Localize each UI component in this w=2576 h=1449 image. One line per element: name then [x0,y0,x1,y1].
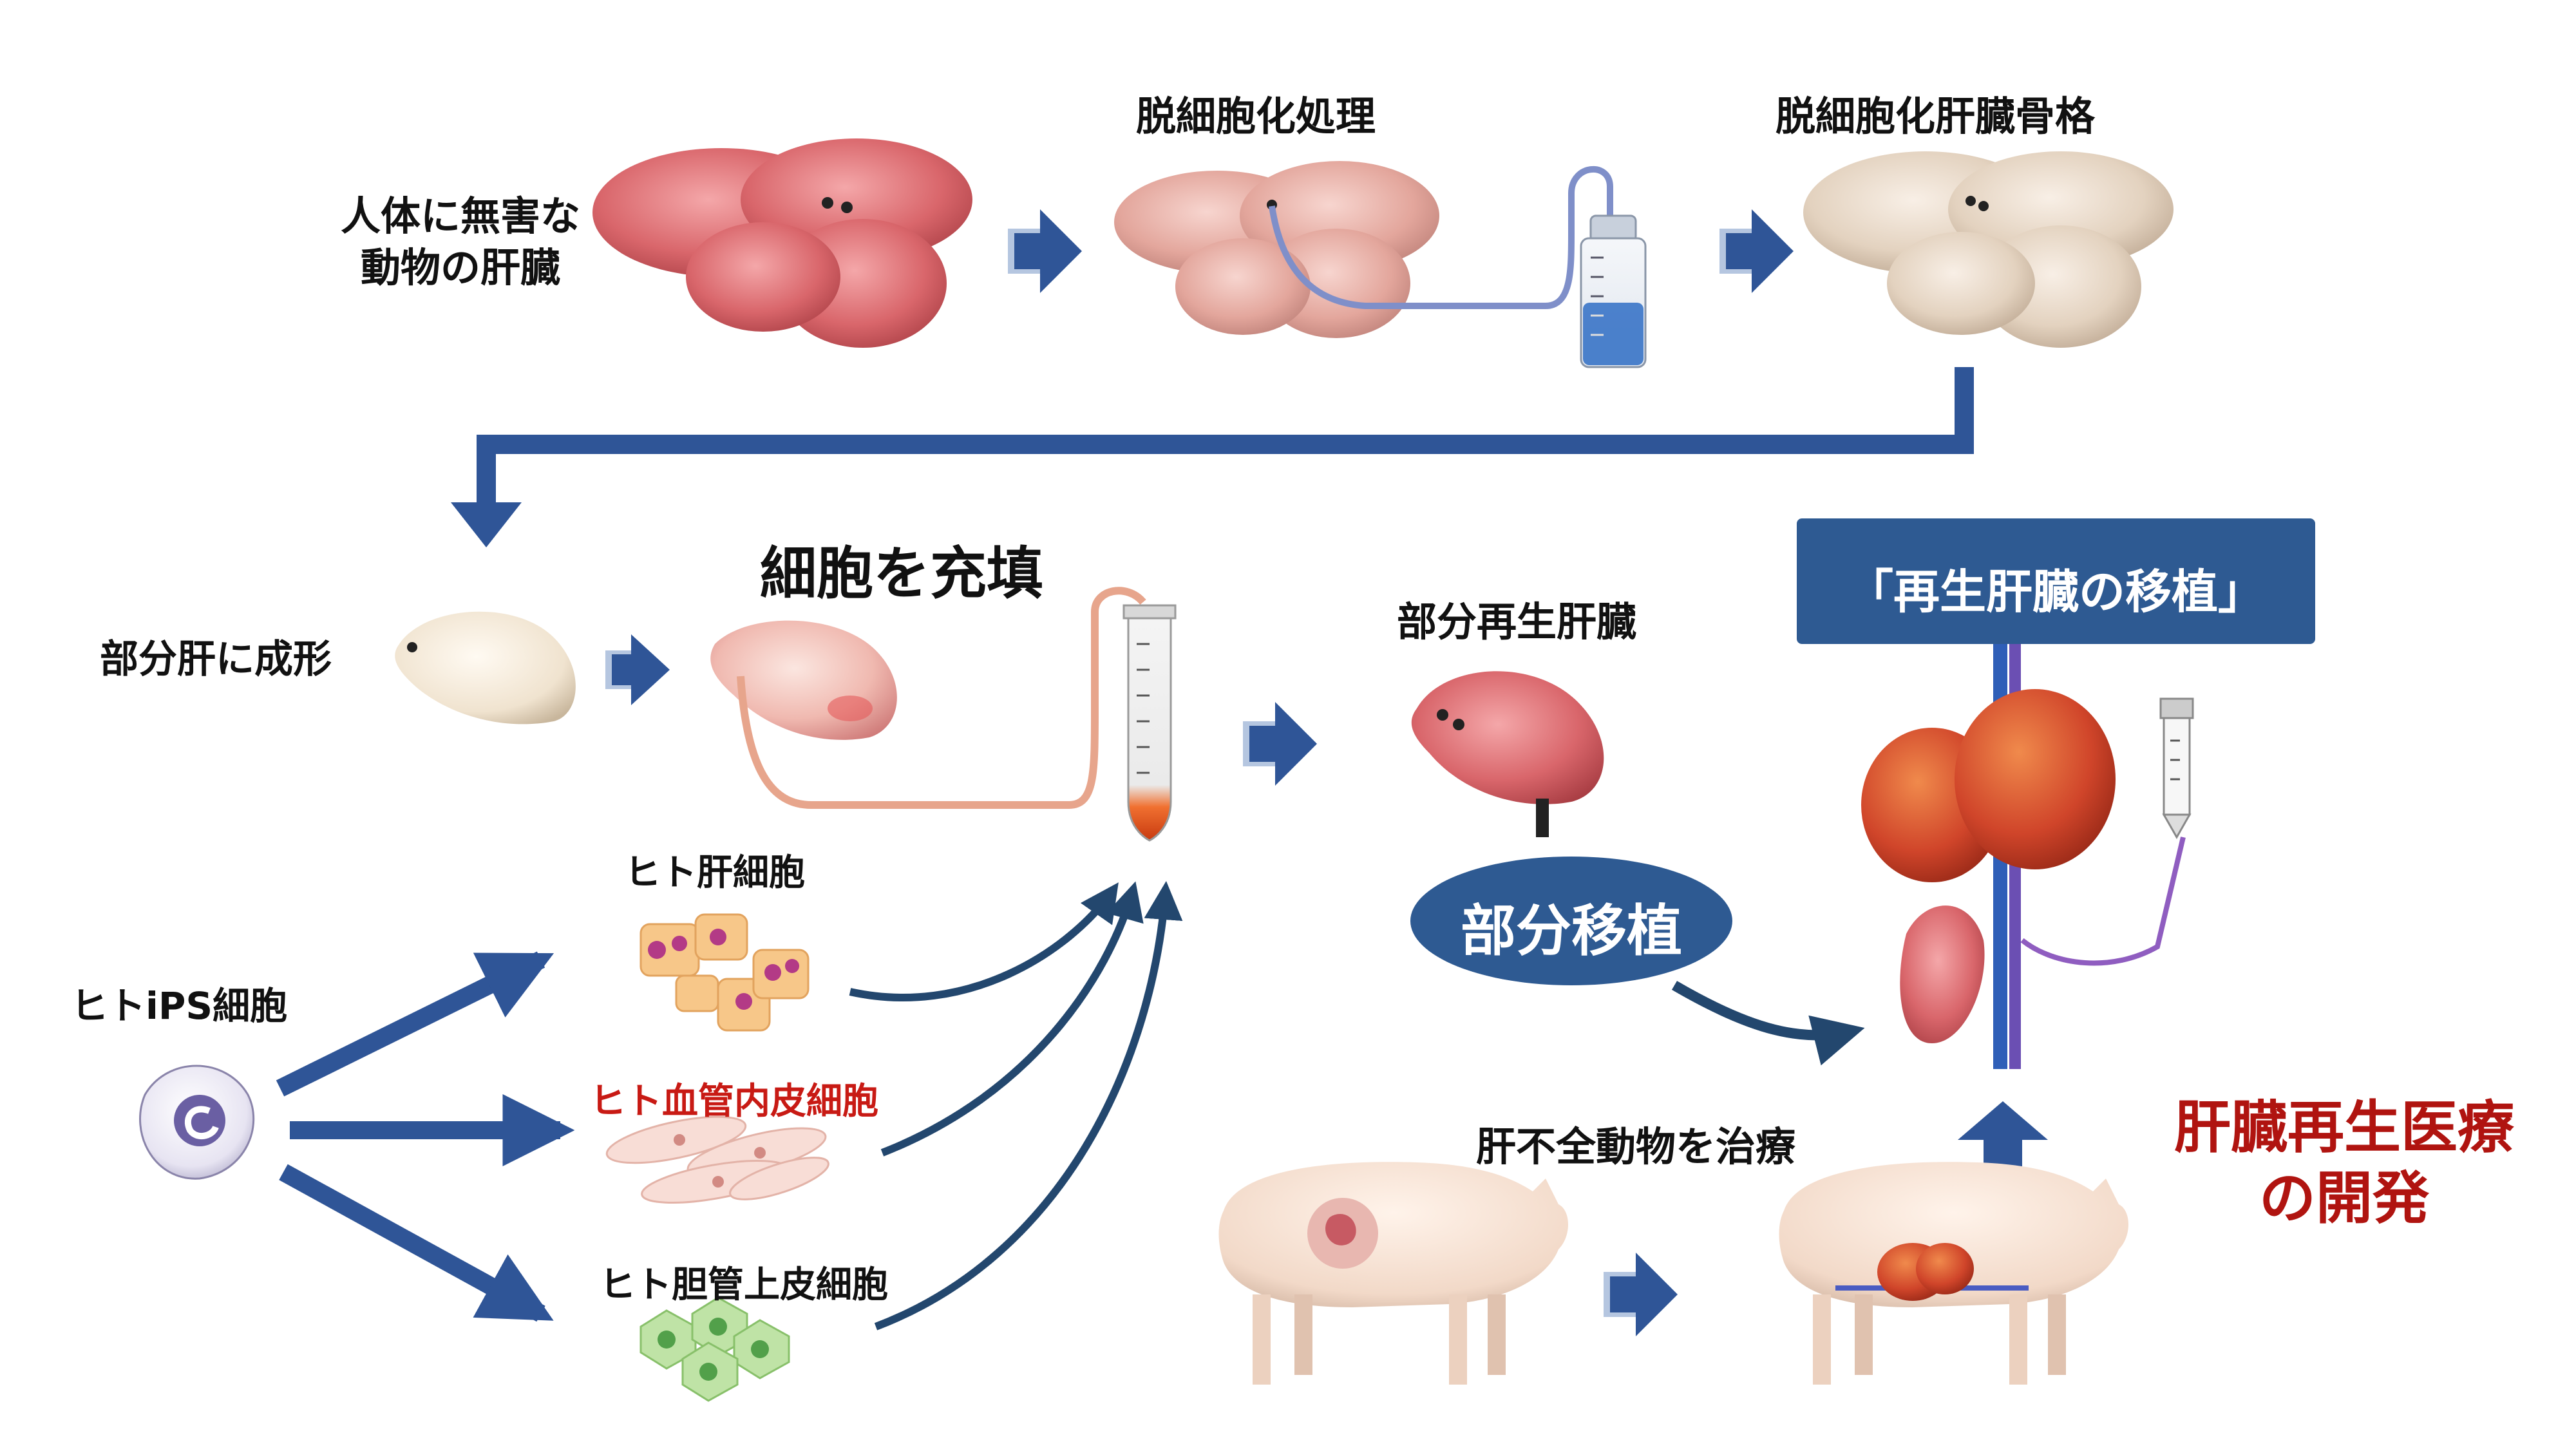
source-label-line2: 動物の肝臓 [360,244,561,291]
cell-filled-liver-icon [710,620,897,740]
regenerated-liver-icon [1411,671,1604,837]
partial-transplant-badge [1410,857,1732,985]
curved-arrow [1671,981,1865,1066]
partial-transplant-label: 部分移植 [1461,899,1682,963]
arrow-right-icon [1719,209,1794,293]
arrow-down-icon [451,502,522,547]
perfusion-tube [1269,166,1613,309]
shape-label: 部分肝に成形 [100,637,332,682]
transplanted-organ-icon [1861,644,2186,1069]
liver-scaffold-icon [1803,151,2174,348]
arrow-to-hepatocyte [276,951,554,1097]
arrow-right-icon [605,634,670,705]
iv-bottle-icon [2159,697,2194,840]
regen-label: 部分再生肝臓 [1396,598,1637,645]
goal-line2: の開発 [2259,1165,2430,1231]
transplant-banner-box [1797,518,2315,644]
transplant-banner: 「再生肝臓の移植」 [1846,565,2265,619]
arrow-right-icon [1243,702,1317,786]
liver-red-icon [592,138,972,348]
arrow-right-icon [1604,1253,1678,1336]
fill-label: 細胞を充填 [759,540,1044,607]
goal-line1: 肝臓再生医療 [2174,1094,2515,1160]
biliary-cells-icon [639,1296,790,1402]
fill-tube [737,587,1146,809]
treat-label: 肝不全動物を治療 [1475,1123,1796,1170]
test-tube-icon [1122,604,1177,842]
ips-cell-icon [139,1065,255,1180]
curve-biliary-to-tube [874,881,1183,1331]
pig-untreated-icon [1218,1162,1568,1385]
connector-arrow [477,367,1974,509]
scaffold-label: 脱細胞化肝臓骨格 [1775,93,2096,140]
biliary-label: ヒト胆管上皮細胞 [600,1264,888,1306]
hepatocyte-cells-icon [639,913,810,1032]
source-label-line1: 人体に無害な [340,193,581,240]
hepatocyte-label: ヒト肝細胞 [625,852,805,894]
liver-pink-icon [1114,161,1439,338]
curve-endothelial-to-tube [880,881,1144,1157]
curve-hepatocyte-to-tube [849,882,1119,1001]
partial-liver-icon [395,611,576,724]
process-label: 脱細胞化処理 [1135,93,1376,140]
bottle-icon [1580,214,1647,368]
ips-label: ヒトiPS細胞 [71,984,288,1028]
endothelial-label: ヒト血管内皮細胞 [590,1081,878,1122]
endothelial-cells-icon [605,1115,829,1204]
pig-treated-icon [1779,1162,2128,1385]
arrow-to-biliary [279,1164,554,1322]
arrow-right-icon [1008,209,1082,293]
